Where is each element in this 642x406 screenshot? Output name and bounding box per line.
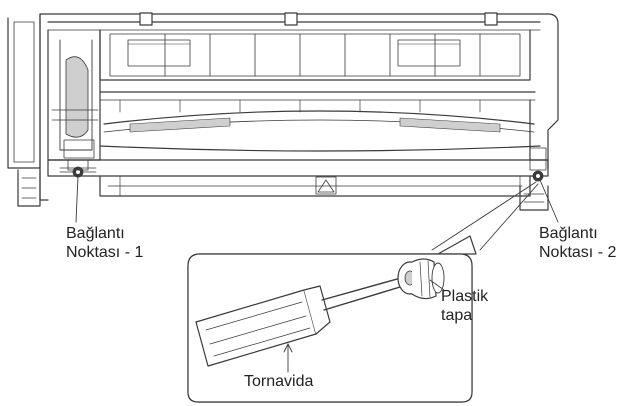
filter-frame [99,29,531,81]
zoom-connector-lines [431,181,539,251]
leader-line-point-1 [75,175,79,223]
plastic-plug-label-line2: tapa [441,307,473,324]
louvre-area [99,91,549,161]
connection-point-2-label-line1: Bağlantı [539,225,598,242]
connection-point-1-label-line2: Noktası - 1 [66,244,144,261]
plastic-plug-illustration [397,258,445,300]
plastic-plug-label-line1: Plastik [441,288,489,305]
left-motor-assembly [47,29,101,161]
indoor-unit-casing [7,13,559,211]
connection-point-1-label-line1: Bağlantı [66,225,125,242]
screwdriver-illustration [195,275,411,367]
top-rail [47,12,541,31]
connection-point-2-marker [529,147,547,182]
connection-point-1-marker [67,159,89,178]
connection-point-2-label-line2: Noktası - 2 [539,244,617,261]
screwdriver-label: Tornavida [244,373,314,390]
leader-line-plug [429,279,445,291]
leader-line-point-2 [539,179,559,223]
bottom-chassis [47,159,549,197]
connection-point-1-label: Bağlantı Noktası - 1 [66,224,143,262]
plastic-plug-label: Plastik tapa [441,287,488,325]
connection-point-2-label: Bağlantı Noktası - 2 [539,224,616,262]
